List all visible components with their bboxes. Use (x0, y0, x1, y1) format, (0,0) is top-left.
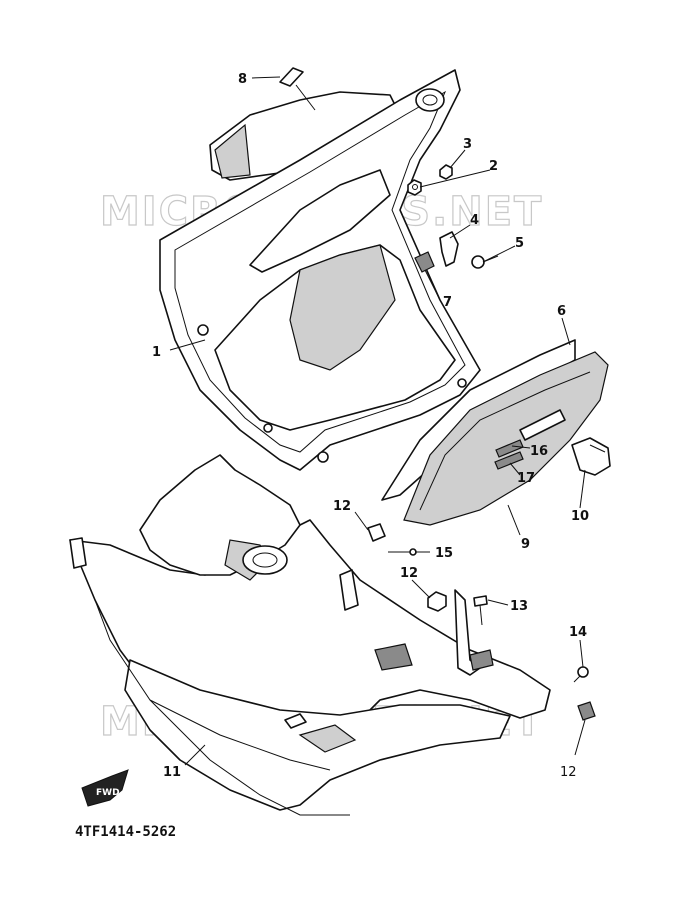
callout-2: 2 (489, 159, 498, 174)
screw-13 (473, 595, 488, 626)
callout-4: 4 (470, 213, 479, 228)
callout-17: 17 (517, 471, 535, 486)
callout-15: 15 (435, 546, 453, 561)
fwd-arrow-icon: FWD (81, 769, 129, 807)
callout-11: 11 (163, 765, 181, 780)
callout-5: 5 (515, 236, 524, 251)
callout-7: 7 (443, 295, 452, 310)
callout-10: 10 (571, 509, 589, 524)
fwd-label: FWD (96, 788, 120, 798)
callout-12-mid: 12 (400, 566, 418, 581)
callout-3: 3 (463, 137, 472, 152)
callout-14: 14 (569, 625, 587, 640)
screw-14 (573, 666, 589, 683)
nut-2 (407, 179, 422, 196)
callout-8: 8 (238, 72, 247, 87)
leader-lines (169, 76, 586, 766)
nut-12b (427, 591, 447, 612)
nut-3 (439, 164, 453, 180)
callout-12-top: 12 (333, 499, 351, 514)
callout-16: 16 (530, 444, 548, 459)
leg-shield-upper (159, 69, 481, 471)
callout-9: 9 (521, 537, 530, 552)
label-sticker (279, 67, 304, 87)
grommet-7 (414, 251, 435, 273)
lower-panel-11 (69, 454, 551, 816)
side-cover-9 (403, 351, 609, 526)
nut-12a (367, 523, 386, 542)
knob-10 (571, 437, 611, 476)
callout-13: 13 (510, 599, 528, 614)
callout-6: 6 (557, 304, 566, 319)
clip-4 (439, 231, 459, 267)
nut-12c (577, 701, 596, 721)
callout-1: 1 (152, 345, 161, 360)
screw-5 (471, 255, 499, 269)
bolt-15 (388, 548, 417, 556)
callout-12-bottom: 12 (560, 765, 577, 780)
diagram-code: 4TF1414-5262 (75, 824, 176, 840)
